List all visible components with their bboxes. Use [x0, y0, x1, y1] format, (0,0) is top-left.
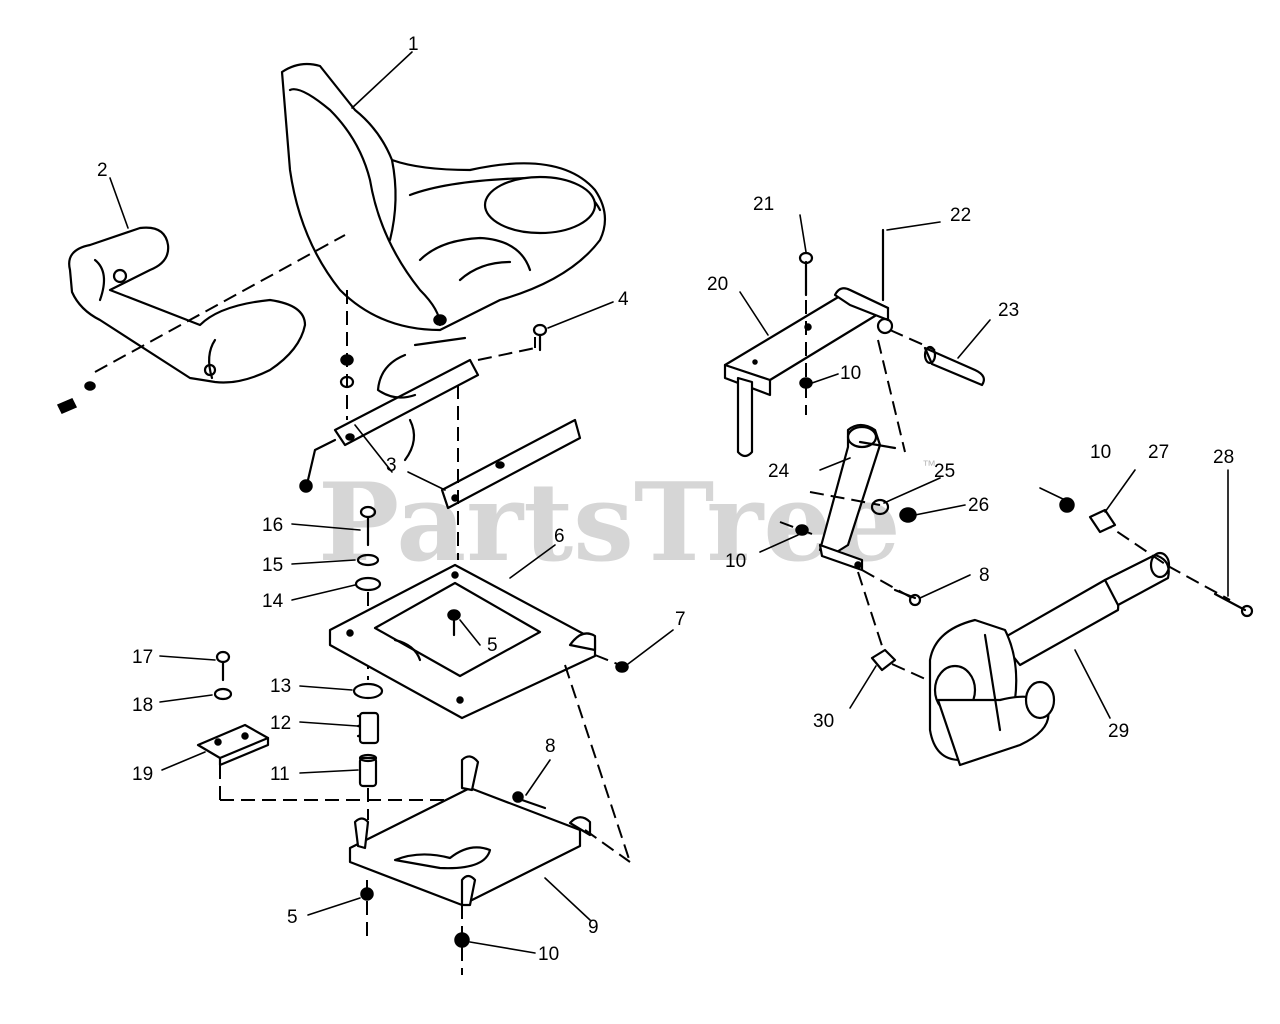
callout-8-lower: 8	[545, 736, 556, 757]
part-5-nut-upper[interactable]	[447, 609, 461, 637]
callout-10-lever: 10	[725, 551, 746, 572]
callout-8-lever: 8	[979, 565, 990, 586]
part-11-bushing[interactable]	[358, 753, 378, 788]
callout-10-bracket: 10	[840, 363, 861, 384]
part-12-spring[interactable]	[356, 711, 380, 745]
dash-plate-pivot	[564, 664, 631, 863]
part-4-bolt[interactable]	[532, 323, 548, 352]
part-17-bolt[interactable]	[215, 650, 231, 682]
part-30-clevis[interactable]	[870, 648, 897, 672]
callout-30: 30	[813, 711, 834, 732]
part-seat[interactable]	[280, 62, 607, 332]
watermark-trademark: ™	[922, 457, 936, 473]
callout-2: 2	[97, 160, 108, 181]
part-15-washer[interactable]	[356, 553, 380, 567]
rail-lever-knob	[299, 479, 313, 493]
callout-29: 29	[1108, 721, 1129, 742]
part-8-bolt-lever[interactable]	[893, 588, 922, 607]
callout-27: 27	[1148, 442, 1169, 463]
part-14-washer[interactable]	[354, 576, 382, 592]
armrest-bolt	[56, 398, 78, 414]
callout-15: 15	[262, 555, 283, 576]
part-armrest[interactable]	[68, 226, 307, 384]
callout-10-actuator: 10	[1090, 442, 1111, 463]
part-29-actuator[interactable]	[928, 551, 1171, 767]
callout-14: 14	[262, 591, 284, 612]
callout-16: 16	[262, 515, 283, 536]
callout-24: 24	[768, 461, 790, 482]
part-5-nut-lower[interactable]	[360, 887, 374, 901]
part-6-plate[interactable]	[328, 563, 597, 720]
callout-13: 13	[270, 676, 291, 697]
callout-25: 25	[934, 461, 955, 482]
dash-rail-bolt	[477, 347, 536, 361]
part-10-nut-lower[interactable]	[454, 932, 470, 948]
part-28-pin[interactable]	[1213, 592, 1254, 618]
dash-armrest-seat	[94, 234, 346, 373]
part-13-washer[interactable]	[352, 682, 384, 700]
watermark: PartsTree	[318, 460, 901, 586]
callout-26: 26	[968, 495, 989, 516]
part-16-bolt[interactable]	[359, 505, 377, 547]
part-slide-rail-lower[interactable]	[440, 418, 582, 510]
callout-19: 19	[132, 764, 153, 785]
rail-lever	[306, 438, 337, 482]
callout-6: 6	[554, 526, 565, 547]
callout-9: 9	[588, 917, 599, 938]
callout-4: 4	[618, 289, 629, 310]
callout-5-lower: 5	[287, 907, 298, 928]
part-7-nut[interactable]	[615, 661, 629, 673]
callout-11: 11	[270, 764, 290, 785]
part-23-shaft[interactable]	[923, 345, 985, 387]
part-25-bushing[interactable]	[870, 498, 890, 516]
callout-21: 21	[753, 194, 774, 215]
part-19-bracket[interactable]	[196, 723, 270, 767]
callout-22: 22	[950, 205, 971, 226]
callout-28: 28	[1213, 447, 1234, 468]
callout-23: 23	[998, 300, 1019, 321]
part-26-nut[interactable]	[899, 507, 917, 523]
part-21-bolt[interactable]	[798, 251, 814, 297]
leader-lines	[109, 51, 1136, 954]
callout-18: 18	[132, 695, 153, 716]
callout-labels: 1 2 3 4 5 5 6 7 8 8 9 10 10 10 10 11 12 …	[97, 34, 1234, 965]
part-10-nut-bracket[interactable]	[799, 377, 813, 389]
callout-3: 3	[386, 455, 397, 476]
callout-5-upper: 5	[487, 635, 498, 656]
callout-17: 17	[132, 647, 153, 668]
part-9-lower-plate[interactable]	[348, 755, 592, 907]
callout-20: 20	[707, 274, 728, 295]
part-slide-rail-upper[interactable]	[333, 336, 480, 462]
part-8-bolt-lower[interactable]	[512, 791, 547, 810]
callout-1: 1	[408, 34, 419, 55]
part-10-nut-actuator[interactable]	[1059, 497, 1075, 513]
armrest-washer	[84, 381, 96, 391]
callout-12: 12	[270, 713, 291, 734]
seat-nut	[340, 354, 354, 366]
part-27-spacer[interactable]	[1088, 508, 1117, 534]
callout-10-lower: 10	[538, 944, 559, 965]
seat-washer	[339, 375, 355, 389]
part-18-washer[interactable]	[213, 687, 233, 701]
part-10-nut-lever[interactable]	[795, 524, 809, 536]
callout-7: 7	[675, 609, 686, 630]
